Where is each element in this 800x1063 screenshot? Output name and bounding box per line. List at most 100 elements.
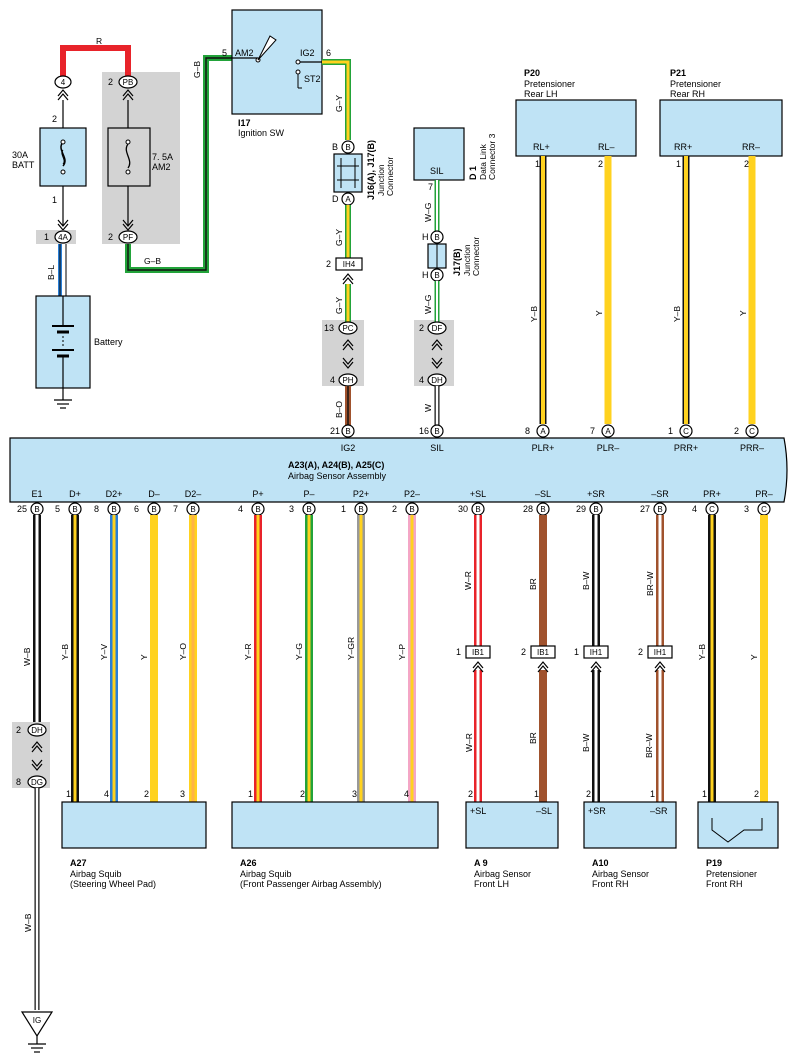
a9-name2: Front LH — [474, 879, 509, 889]
ecu-top-pin-term: PRR– — [740, 443, 764, 453]
ecu-bottom-pin-term: P– — [303, 489, 314, 499]
w-g-label-2: W–G — [423, 295, 433, 314]
ecu-bottom-pin-term: PR+ — [703, 489, 721, 499]
ecu-bottom-pin-num: 29 — [576, 504, 586, 514]
ecu-bottom-pin-letter: B — [475, 505, 480, 514]
ecu-bottom-pin-letter: C — [709, 505, 715, 514]
p20-pin2: 2 — [598, 159, 603, 169]
ecu-bottom-pin-num: 3 — [289, 504, 294, 514]
inline-connector-pin: 1 — [456, 647, 461, 657]
ig-term-am2: AM2 — [235, 48, 254, 58]
p21-t1: RR+ — [674, 142, 692, 152]
am2-conn-top-pin: 2 — [108, 77, 113, 87]
a9-t1: +SL — [470, 806, 486, 816]
p21-pretensioner: P21 Pretensioner Rear RH RR+ RR– 1 2 Y–B… — [659, 68, 783, 424]
bottom-wire-label: W–B — [22, 647, 32, 666]
ecu-bottom-pin-term: +SL — [470, 489, 486, 499]
ecu-top-pin-letter: A — [540, 427, 546, 436]
inline-connector-pin: 1 — [574, 647, 579, 657]
p19-pretensioner: 1 2 P19 Pretensioner Front RH — [697, 789, 779, 889]
ecu-top-pin-term: PRR+ — [674, 443, 698, 453]
dh-dg-connector: DH 2 DG 8 W–B — [16, 723, 47, 1010]
a9-name1: Airbag Sensor — [474, 869, 531, 879]
inline-connector-arrow — [654, 661, 666, 673]
dg-code: DG — [31, 778, 43, 787]
g-y-label-3: G–Y — [334, 297, 344, 314]
bottom-wire-label: Y–O — [178, 643, 188, 660]
g-b-label-bottom: G–B — [144, 256, 161, 266]
sl-plus-lower: W–R — [464, 733, 474, 752]
am2-fuse-name: AM2 — [152, 162, 171, 172]
ecu-top-pin-num: 21 — [330, 426, 340, 436]
ecu-bottom-pin-letter: B — [151, 505, 156, 514]
w-b-lower-label: W–B — [23, 913, 33, 932]
ecu-top-pin-conn — [430, 424, 444, 438]
ecu-bottom-pin-term: E1 — [31, 489, 42, 499]
j17-h-bottom: H — [422, 270, 429, 280]
ecu-top-pin-conn — [679, 424, 693, 438]
p19-name2: Front RH — [706, 879, 743, 889]
w-label: W — [423, 404, 433, 412]
ecu-top-pin-letter: C — [683, 427, 689, 436]
ig-term-st2: ST2 — [304, 74, 321, 84]
ecu-bottom-pin-letter: C — [761, 505, 767, 514]
pc-code: PC — [342, 324, 353, 333]
p20-w1: Y–B — [529, 306, 539, 322]
ecu-top-pin-letter: C — [749, 427, 755, 436]
batt-fuse-rating: 30A — [12, 150, 28, 160]
g-y-label-2: G–Y — [334, 229, 344, 246]
g-b-label-vertical: G–B — [192, 61, 202, 78]
bottom-wire-label: B–W — [581, 572, 591, 590]
inline-connector-code: IH1 — [654, 648, 667, 657]
a27-name2: (Steering Wheel Pad) — [70, 879, 156, 889]
inline-connector-code: IB1 — [472, 648, 485, 657]
batt-fuse: 4 2 30A BATT 1 4A 1 — [12, 75, 87, 244]
df-code: DF — [432, 324, 443, 333]
ecu-bottom-pin-letter: B — [111, 505, 116, 514]
ecu-top-pin-num: 8 — [525, 426, 530, 436]
pc-pin: 13 — [324, 323, 334, 333]
inline-connector-arrow — [472, 661, 484, 673]
lower-wire-labels: W–R BR B–W BR–W — [464, 732, 654, 758]
ecu-bottom-pin-term: –SR — [651, 489, 669, 499]
inline-connector-code: IB1 — [537, 648, 550, 657]
am2-conn-top: PB — [123, 78, 134, 87]
dlc-pin: 7 — [428, 182, 433, 192]
dlc-term: SIL — [430, 166, 444, 176]
ecu-bottom-pin-letter: B — [540, 505, 545, 514]
ecu-top-pin-num: 7 — [590, 426, 595, 436]
ecu-top-pin-term: IG2 — [341, 443, 356, 453]
ecu-top-pin-conn — [341, 424, 355, 438]
inline-connector-arrow — [590, 661, 602, 673]
ih4-code: IH4 — [343, 260, 356, 269]
p21-name2: Rear RH — [670, 89, 705, 99]
red-power-wire: R — [60, 36, 131, 76]
ecu-bottom-pin-letter: B — [190, 505, 195, 514]
ecu-bottom-pin-num: 6 — [134, 504, 139, 514]
ecu-bottom-pin-term: D– — [148, 489, 160, 499]
ecu-bottom-pin-term: P2+ — [353, 489, 369, 499]
df-dh-connector: DF 2 DH 4 W — [419, 321, 447, 426]
ignition-switch: 5 AM2 IG2 6 ST2 I17 Ignition SW — [222, 9, 331, 138]
dh2-code: DH — [31, 726, 43, 735]
ecu-bottom-pin-letter: B — [409, 505, 414, 514]
j17-connector: B H B H J17(B) Junction Connector W–G — [422, 230, 481, 322]
bottom-wire-label: Y — [749, 654, 759, 660]
ecu-bottom-pin-num: 4 — [692, 504, 697, 514]
ecu-bottom-pin-term: D+ — [69, 489, 81, 499]
ig-pin-ig2: 6 — [326, 48, 331, 58]
ecu-bottom-pin-term: P2– — [404, 489, 420, 499]
a26-id: A26 — [240, 858, 257, 868]
ecu-bottom-pins: E1B25D+B5D2+B8D–B6D2–B7P+B4P–B3P2+B1P2–B… — [17, 489, 773, 516]
p21-pin2: 2 — [744, 159, 749, 169]
battery-wire-label: B–L — [46, 265, 56, 280]
bottom-wire-label: BR–W — [645, 571, 655, 596]
red-wire-label: R — [96, 36, 102, 46]
pc-ph-connector: PC 13 PH 4 B–O — [324, 321, 358, 426]
inline-connector-box — [583, 645, 609, 659]
j17-b-bottom: B — [434, 271, 439, 280]
battery-label: Battery — [94, 337, 123, 347]
p20-name1: Pretensioner — [524, 79, 575, 89]
